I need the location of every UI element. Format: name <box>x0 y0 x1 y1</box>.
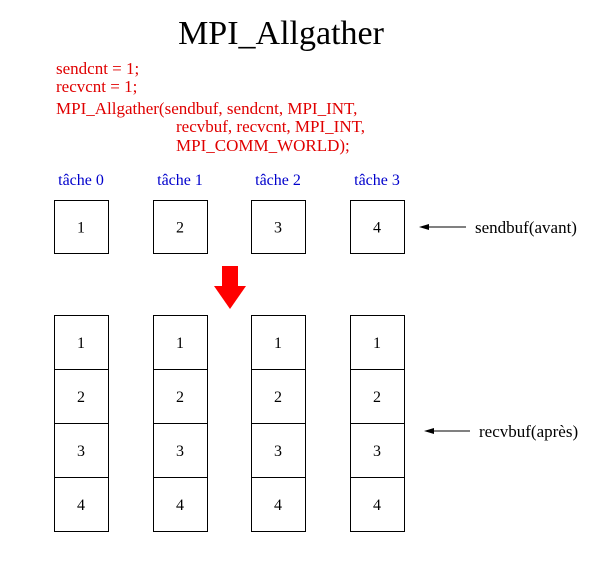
recvbuf-cell <box>54 315 109 370</box>
sendbuf-value: 4 <box>373 220 381 237</box>
recvbuf-cell <box>350 477 405 532</box>
sendbuf-value: 3 <box>274 220 282 237</box>
recvbuf-cell <box>350 369 405 424</box>
task-column-3: tâche 3 4 1 2 3 4 <box>350 172 405 532</box>
recvbuf-value: 4 <box>274 497 282 514</box>
diagram-title: MPI_Allgather <box>178 15 385 52</box>
recvbuf-cell <box>350 315 405 370</box>
code-line-recvcnt: recvcnt = 1; <box>56 77 137 96</box>
recvbuf-value: 4 <box>77 497 85 514</box>
recvbuf-cell <box>54 369 109 424</box>
recvbuf-value: 4 <box>373 497 381 514</box>
task-label: tâche 2 <box>255 172 301 189</box>
task-label: tâche 0 <box>58 172 104 189</box>
sendbuf-annotation: sendbuf(avant) <box>419 218 577 237</box>
recvbuf-value: 4 <box>176 497 184 514</box>
recvbuf-cell <box>251 423 306 478</box>
recvbuf-value: 3 <box>373 443 381 460</box>
sendbuf-box <box>350 200 405 254</box>
sendbuf-pointer-arrowhead <box>419 224 429 230</box>
recvbuf-value: 1 <box>77 335 85 352</box>
code-block: sendcnt = 1; recvcnt = 1; MPI_Allgather(… <box>56 59 365 155</box>
down-arrow-shaft <box>222 266 238 286</box>
recvbuf-cell <box>153 369 208 424</box>
recvbuf-cell <box>54 423 109 478</box>
sendbuf-box <box>54 200 109 254</box>
code-line-sendcnt: sendcnt = 1; <box>56 59 139 78</box>
task-label: tâche 1 <box>157 172 203 189</box>
down-arrow-head <box>214 286 246 309</box>
recvbuf-value: 3 <box>176 443 184 460</box>
sendbuf-value: 1 <box>77 220 85 237</box>
recvbuf-value: 3 <box>274 443 282 460</box>
recvbuf-value: 2 <box>274 389 282 406</box>
task-label: tâche 3 <box>354 172 400 189</box>
recvbuf-value: 2 <box>176 389 184 406</box>
sendbuf-box <box>251 200 306 254</box>
recvbuf-cell <box>251 315 306 370</box>
recvbuf-cell <box>153 477 208 532</box>
task-column-1: tâche 1 2 1 2 3 4 <box>153 172 208 532</box>
code-line-call-args: recvbuf, recvcnt, MPI_INT, <box>176 117 365 136</box>
code-line-call-comm: MPI_COMM_WORLD); <box>176 136 350 155</box>
sendbuf-box <box>153 200 208 254</box>
recvbuf-annotation: recvbuf(après) <box>424 422 578 441</box>
recvbuf-label: recvbuf(après) <box>479 422 578 441</box>
recvbuf-value: 2 <box>373 389 381 406</box>
recvbuf-value: 2 <box>77 389 85 406</box>
recvbuf-cell <box>350 423 405 478</box>
task-column-0: tâche 0 1 1 2 3 4 <box>54 172 109 532</box>
code-line-call: MPI_Allgather(sendbuf, sendcnt, MPI_INT, <box>56 99 357 118</box>
recvbuf-cell <box>251 477 306 532</box>
task-column-2: tâche 2 3 1 2 3 4 <box>251 172 306 532</box>
sendbuf-value: 2 <box>176 220 184 237</box>
down-arrow <box>214 266 246 309</box>
recvbuf-value: 1 <box>176 335 184 352</box>
recvbuf-cell <box>54 477 109 532</box>
sendbuf-label: sendbuf(avant) <box>475 218 577 237</box>
recvbuf-value: 1 <box>373 335 381 352</box>
recvbuf-value: 1 <box>274 335 282 352</box>
recvbuf-pointer-arrowhead <box>424 428 434 434</box>
recvbuf-value: 3 <box>77 443 85 460</box>
